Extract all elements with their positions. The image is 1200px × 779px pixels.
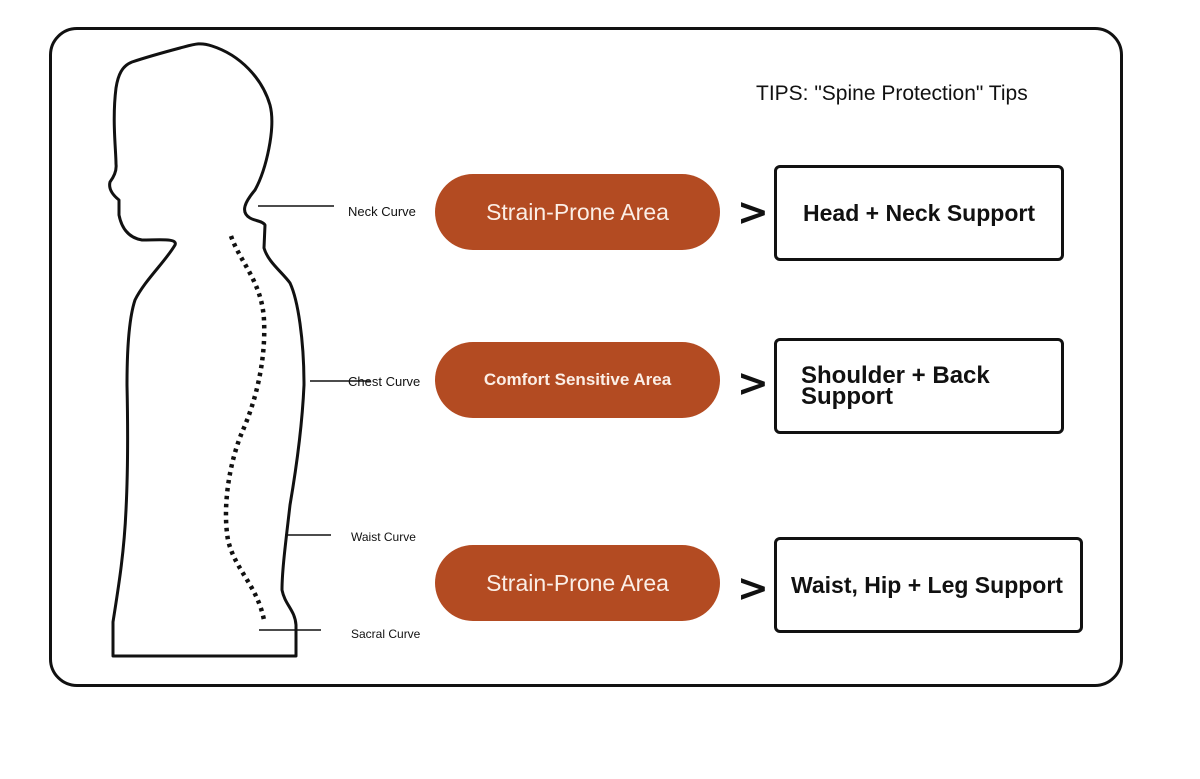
tips-title: TIPS: "Spine Protection" Tips [756, 82, 1028, 105]
neck-support-text: Head + Neck Support [803, 199, 1035, 226]
spine-line [223, 235, 267, 621]
sacral-area-pill: Strain-Prone Area [435, 545, 720, 621]
sacral-support-box: Waist, Hip + Leg Support [774, 537, 1083, 633]
chest-area-pill: Comfort Sensitive Area [435, 342, 720, 418]
body-outline [108, 42, 306, 658]
chest-support-box: Shoulder + Back Support [774, 338, 1064, 434]
waist-curve-label: Waist Curve [351, 530, 416, 544]
sacral-support-text: Waist, Hip + Leg Support [791, 571, 1063, 598]
neck-arrow-icon: > [737, 190, 769, 234]
sacral-curve-label: Sacral Curve [351, 627, 421, 641]
diagram-frame [49, 27, 1123, 687]
chest-curve-label: Chest Curve [348, 374, 421, 389]
neck-curve-label: Neck Curve [348, 204, 416, 219]
sacral-arrow-icon: > [737, 566, 769, 610]
neck-area-pill: Strain-Prone Area [435, 174, 720, 250]
neck-support-box: Head + Neck Support [774, 165, 1064, 261]
chest-support-text: Shoulder + Back Support [801, 362, 990, 410]
chest-arrow-icon: > [737, 361, 769, 405]
